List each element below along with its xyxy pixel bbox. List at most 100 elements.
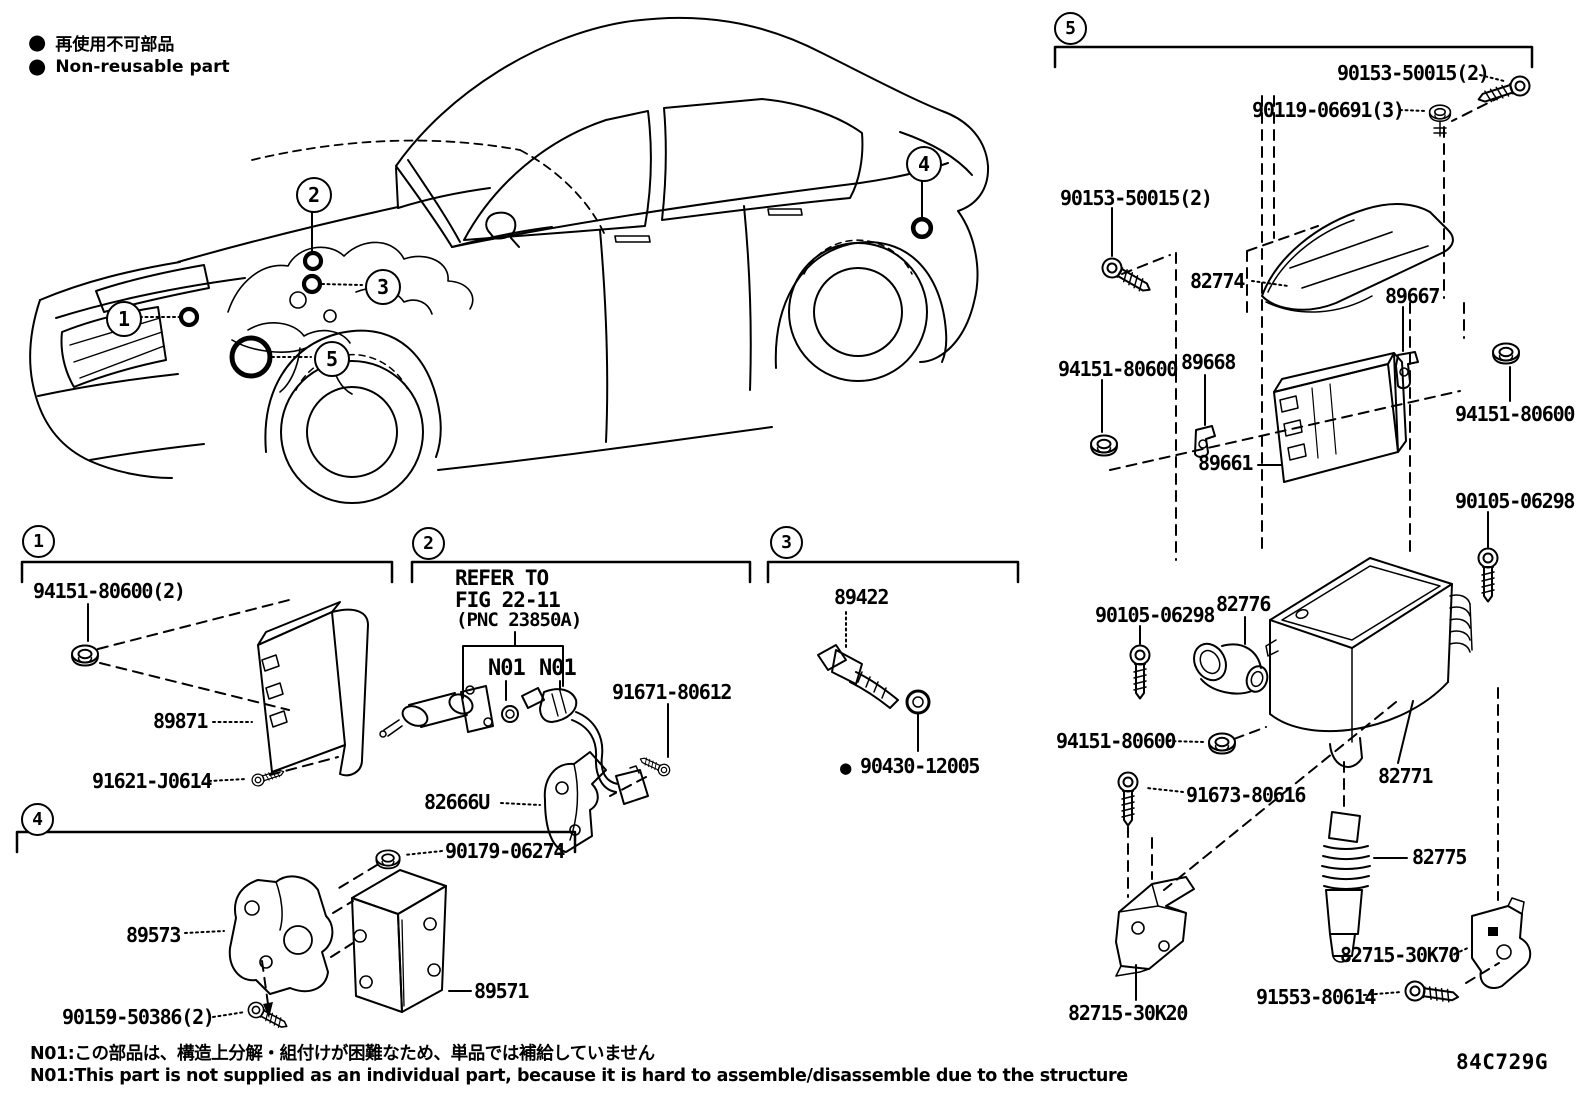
nut-90179 xyxy=(375,849,401,870)
resonator-82775 xyxy=(1321,811,1371,963)
part-label-90153-50015-b: 90153-50015(2) xyxy=(1060,186,1213,210)
section2-number: 2 xyxy=(412,527,445,560)
part-label-94151-d: 94151-80600(2) xyxy=(33,579,186,603)
bracket-89573 xyxy=(228,875,334,995)
callout-number: 1 xyxy=(33,531,44,552)
part-label-91671-80612: 91671-80612 xyxy=(612,680,732,704)
car-callout-2: 2 xyxy=(296,177,332,213)
part-label-89667: 89667 xyxy=(1385,284,1440,308)
part-label-91553-80614: 91553-80614 xyxy=(1256,985,1376,1009)
air-cleaner-case-82771 xyxy=(1265,557,1473,768)
section2-bracket xyxy=(410,560,752,584)
part-label-82666U: 82666U xyxy=(424,790,490,814)
part-label-91621-J0614: 91621-J0614 xyxy=(92,769,212,793)
callout-number: 5 xyxy=(325,347,339,371)
bracket-89668 xyxy=(1194,425,1216,458)
section1-bracket xyxy=(20,560,394,584)
non-reusable-bullet-icon: ● xyxy=(28,30,47,54)
callout-number: 4 xyxy=(32,809,43,830)
part-label-82715-30K70: 82715-30K70 xyxy=(1340,943,1460,967)
bracket-89667 xyxy=(1395,351,1419,390)
module-89571 xyxy=(351,869,447,1013)
part-label-90430-12005: 90430-12005 xyxy=(860,754,980,778)
dashed-guides xyxy=(97,95,1503,1005)
part-label-90153-50015-a: 90153-50015(2) xyxy=(1337,61,1490,85)
dashed-arrowhead xyxy=(263,1002,273,1018)
leader-lines xyxy=(87,207,1511,1001)
section1-number: 1 xyxy=(22,525,55,558)
part-label-82776: 82776 xyxy=(1216,592,1271,616)
screw-90153-left xyxy=(1098,254,1156,299)
nut-94151-right xyxy=(1492,342,1520,365)
air-cleaner-cap-82774 xyxy=(1261,202,1454,313)
legend-row-en: ● Non-reusable part xyxy=(28,56,230,77)
part-label-82775: 82775 xyxy=(1412,845,1467,869)
section3-number: 3 xyxy=(770,526,803,559)
part-label-94151-b: 94151-80600 xyxy=(1455,402,1575,426)
section3-bracket xyxy=(766,560,1020,584)
sensor-89422 xyxy=(817,644,931,715)
screw-91673 xyxy=(1117,771,1139,827)
refer-note-line1: REFER TO xyxy=(455,566,549,590)
part-label-90105-b: 90105-06298 xyxy=(1095,603,1215,627)
legend-text-en: Non-reusable part xyxy=(55,56,230,77)
part-label-82774: 82774 xyxy=(1190,269,1245,293)
part-label-90105-a: 90105-06298 xyxy=(1455,489,1575,513)
non-reusable-bullet-icon: ● xyxy=(28,54,47,78)
bolt-90105-right xyxy=(1477,547,1499,603)
callout-number: 1 xyxy=(117,307,131,331)
part-label-89668: 89668 xyxy=(1181,350,1236,374)
part-label-89871: 89871 xyxy=(153,709,208,733)
dotted-leaders xyxy=(184,74,1505,1018)
hose-82776 xyxy=(1193,642,1269,695)
nut-90119 xyxy=(1428,104,1452,137)
footnote-jp: N01:この部品は、構造上分解・組付けが困難なため、単品では補給していません xyxy=(30,1044,655,1064)
car-callout-5: 5 xyxy=(314,341,350,377)
part-drawings xyxy=(71,73,1533,1034)
part-label-89422: 89422 xyxy=(834,585,889,609)
non-reusable-bullet-icon: ● xyxy=(840,757,852,779)
legend-row-jp: ● 再使用不可部品 xyxy=(28,30,175,56)
part-label-94151-a: 94151-80600 xyxy=(1058,357,1178,381)
callout-number: 3 xyxy=(781,532,792,553)
n01-tag-1: N01 xyxy=(488,656,526,681)
figure-code: 84C729G xyxy=(1456,1050,1549,1074)
n01-tag-2: N01 xyxy=(539,656,577,681)
bolt-91671 xyxy=(637,753,673,779)
callout-number: 2 xyxy=(423,533,434,554)
callout-number: 4 xyxy=(917,152,931,176)
car-callout-markers xyxy=(139,179,931,379)
part-label-89571: 89571 xyxy=(474,979,529,1003)
car-callout-4: 4 xyxy=(906,146,942,182)
ecu-89871 xyxy=(257,601,369,777)
callout-number: 5 xyxy=(1065,18,1076,39)
part-label-90119-06691: 90119-06691(3) xyxy=(1252,98,1405,122)
callout-number: 2 xyxy=(307,183,321,207)
car-illustration xyxy=(29,16,990,504)
section5-number: 5 xyxy=(1054,12,1087,45)
section4-bracket xyxy=(15,830,577,854)
section-brackets xyxy=(15,45,1534,854)
sensor-assembly-section2 xyxy=(379,685,649,853)
part-label-91673-80616: 91673-80616 xyxy=(1186,783,1306,807)
car-callout-1: 1 xyxy=(106,301,142,337)
bracket-82715-30K70 xyxy=(1471,897,1532,990)
refer-note-line3: (PNC 23850A) xyxy=(456,609,582,631)
ecu-89661 xyxy=(1273,352,1407,483)
footnote-en: N01:This part is not supplied as an indi… xyxy=(30,1066,1128,1086)
part-label-89573: 89573 xyxy=(126,923,181,947)
section5-bracket xyxy=(1053,45,1534,69)
section4-number: 4 xyxy=(21,803,54,836)
part-label-82715-30K20: 82715-30K20 xyxy=(1068,1001,1188,1025)
legend-text-jp: 再使用不可部品 xyxy=(55,35,175,55)
bracket-82715-30K20 xyxy=(1115,876,1195,977)
bolt-90105-left xyxy=(1129,644,1151,700)
refer-note-line2: FIG 22-11 xyxy=(455,588,561,612)
part-label-82771: 82771 xyxy=(1378,764,1433,788)
callout-number: 3 xyxy=(376,275,390,299)
part-label-94151-c: 94151-80600 xyxy=(1056,729,1176,753)
part-label-90179-06274: 90179-06274 xyxy=(445,839,565,863)
nut-94151-bottom xyxy=(1208,732,1236,755)
